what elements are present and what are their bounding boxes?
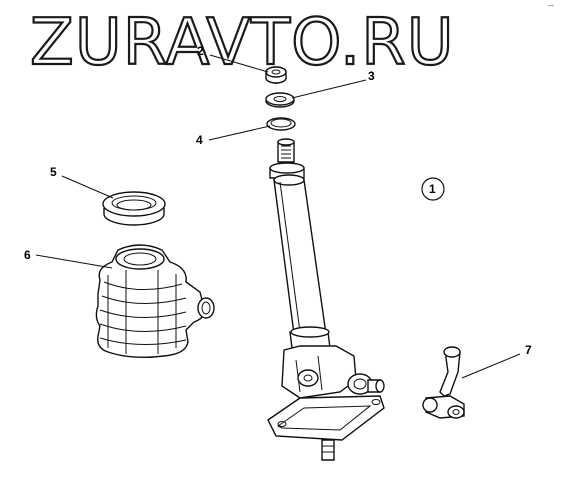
callout-2: 2 xyxy=(197,44,204,58)
callout-6: 6 xyxy=(24,248,31,262)
watermark-text: ZURAVTO.RU xyxy=(30,6,455,80)
part-grommet xyxy=(102,191,166,226)
assembly-marker-label: 1 xyxy=(429,182,436,196)
leader-lines xyxy=(35,54,521,379)
callout-3: 3 xyxy=(368,69,375,83)
part-nut xyxy=(265,66,287,84)
callout-7: 7 xyxy=(525,343,532,357)
part-small-lever xyxy=(422,346,465,419)
part-washer xyxy=(265,92,295,108)
corner-mark: -- xyxy=(548,1,554,10)
assembly-marker: 1 xyxy=(421,177,445,201)
callout-5: 5 xyxy=(50,165,57,179)
part-shift-lever xyxy=(267,138,385,461)
part-ring xyxy=(266,117,296,131)
callout-4: 4 xyxy=(196,133,203,147)
part-boot xyxy=(95,244,215,359)
